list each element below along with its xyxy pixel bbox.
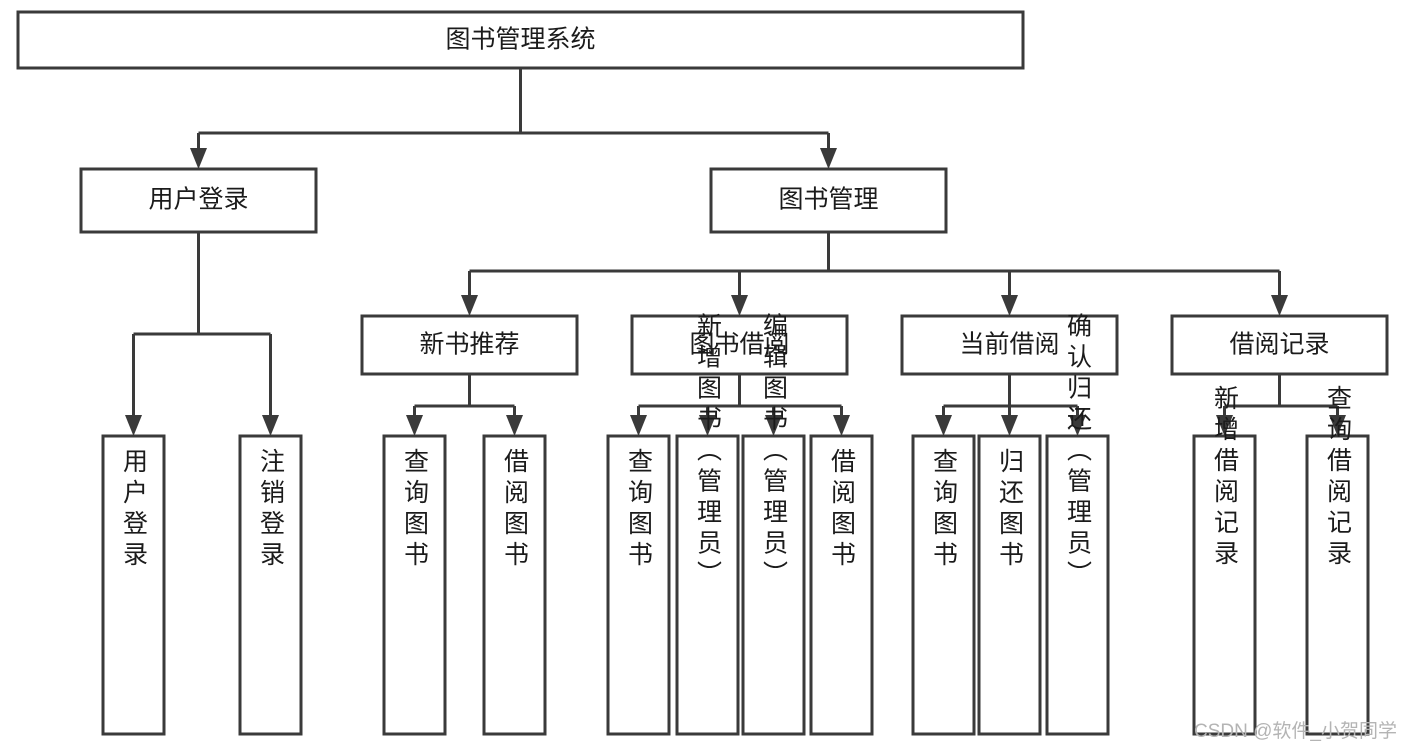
node-book-borrow-label: 图书借阅 — [689, 331, 789, 359]
node-root-box[interactable] — [16, 10, 1025, 70]
node-leaf-query-record-box[interactable] — [1305, 434, 1370, 736]
node-leaf-add-book-label: 新增图书（管理员） — [694, 313, 723, 592]
node-leaf-add-record-box[interactable] — [1192, 434, 1257, 736]
node-book-management-label: 图书管理 — [778, 186, 878, 214]
node-leaf-borrow-book-1-label: 借阅图书 — [501, 448, 530, 572]
node-leaf-borrow-book-1-box[interactable] — [482, 434, 547, 736]
node-leaf-borrow-book-1[interactable]: 借阅图书 — [482, 434, 547, 736]
node-leaf-query-book-1-box[interactable] — [382, 434, 447, 736]
arrow-to-leaf-user-login — [125, 415, 142, 436]
arrow-to-new-book-recommend — [461, 295, 478, 316]
node-current-borrow-label: 当前借阅 — [959, 331, 1059, 359]
node-leaf-edit-book-box[interactable] — [741, 434, 806, 736]
node-leaf-borrow-book-2[interactable]: 借阅图书 — [809, 434, 874, 736]
node-leaf-borrow-book-2-box[interactable] — [809, 434, 874, 736]
node-leaf-query-book-3-box[interactable] — [911, 434, 976, 736]
arrow-to-leaf-edit-book — [765, 415, 782, 436]
node-user-login-label: 用户登录 — [148, 186, 248, 214]
node-leaf-query-book-3[interactable]: 查询图书 — [911, 434, 976, 736]
node-leaf-query-book-1[interactable]: 查询图书 — [382, 434, 447, 736]
node-leaf-return-book-label: 归还图书 — [996, 448, 1025, 572]
node-leaf-user-logout-box[interactable] — [238, 434, 303, 736]
arrow-to-leaf-query-record — [1329, 415, 1346, 436]
node-root[interactable]: 图书管理系统 — [16, 10, 1025, 70]
connector-group — [125, 68, 1346, 436]
node-leaf-user-login-box[interactable] — [101, 434, 166, 736]
node-book-management-box[interactable] — [709, 167, 948, 234]
node-current-borrow[interactable]: 当前借阅 — [900, 314, 1119, 376]
node-current-borrow-box[interactable] — [900, 314, 1119, 376]
node-leaf-add-book-box[interactable] — [675, 434, 740, 736]
node-leaf-return-book[interactable]: 归还图书 — [977, 434, 1042, 736]
node-leaf-edit-book[interactable]: 编辑图书（管理员） — [741, 313, 806, 736]
node-leaf-add-record[interactable]: 新增借阅记录 — [1192, 385, 1257, 736]
arrow-to-leaf-borrow-book-2 — [833, 415, 850, 436]
node-root-label: 图书管理系统 — [445, 26, 595, 54]
node-user-login-box[interactable] — [79, 167, 318, 234]
node-book-borrow-box[interactable] — [630, 314, 849, 376]
node-leaf-confirm-return-label: 确认归还（管理员） — [1064, 313, 1093, 592]
node-leaf-query-book-2[interactable]: 查询图书 — [606, 434, 671, 736]
arrow-to-borrow-record — [1271, 295, 1288, 316]
node-borrow-record-box[interactable] — [1170, 314, 1389, 376]
node-leaf-query-book-2-box[interactable] — [606, 434, 671, 736]
node-leaf-query-book-2-label: 查询图书 — [625, 448, 654, 572]
node-leaf-user-login[interactable]: 用户登录 — [101, 434, 166, 736]
node-book-borrow[interactable]: 图书借阅 — [630, 314, 849, 376]
node-leaf-confirm-return-box[interactable] — [1045, 434, 1110, 736]
arrow-to-leaf-return-book — [1001, 415, 1018, 436]
node-leaf-user-logout-label: 注销登录 — [257, 448, 286, 572]
node-user-login[interactable]: 用户登录 — [79, 167, 318, 234]
arrow-to-leaf-query-book-2 — [630, 415, 647, 436]
arrow-to-leaf-query-book-3 — [935, 415, 952, 436]
node-leaf-return-book-box[interactable] — [977, 434, 1042, 736]
arrow-to-leaf-query-book-1 — [406, 415, 423, 436]
node-leaf-edit-book-label: 编辑图书（管理员） — [760, 313, 789, 592]
arrow-to-leaf-add-record — [1216, 415, 1233, 436]
arrow-to-leaf-confirm-return — [1069, 415, 1086, 436]
node-borrow-record[interactable]: 借阅记录 — [1170, 314, 1389, 376]
node-new-book-recommend[interactable]: 新书推荐 — [360, 314, 579, 376]
node-leaf-confirm-return[interactable]: 确认归还（管理员） — [1045, 313, 1110, 736]
arrow-to-leaf-borrow-book-1 — [506, 415, 523, 436]
node-book-management[interactable]: 图书管理 — [709, 167, 948, 234]
node-leaf-user-logout[interactable]: 注销登录 — [238, 434, 303, 736]
node-new-book-recommend-box[interactable] — [360, 314, 579, 376]
arrow-to-current-borrow — [1001, 295, 1018, 316]
node-leaf-borrow-book-2-label: 借阅图书 — [828, 448, 857, 572]
node-leaf-user-login-label: 用户登录 — [120, 448, 149, 572]
node-leaf-add-book[interactable]: 新增图书（管理员） — [675, 313, 740, 736]
node-leaf-add-record-label: 新增借阅记录 — [1211, 385, 1240, 571]
node-leaf-query-book-3-label: 查询图书 — [930, 448, 959, 572]
node-leaf-query-record[interactable]: 查询借阅记录 — [1305, 385, 1370, 736]
node-borrow-record-label: 借阅记录 — [1229, 331, 1329, 359]
node-new-book-recommend-label: 新书推荐 — [419, 331, 519, 359]
arrow-root-to-user-login — [190, 148, 207, 169]
arrow-root-to-book-management — [820, 148, 837, 169]
arrow-to-leaf-user-logout — [262, 415, 279, 436]
node-leaf-query-book-1-label: 查询图书 — [401, 448, 430, 572]
arrow-to-book-borrow — [731, 295, 748, 316]
node-leaf-query-record-label: 查询借阅记录 — [1324, 385, 1353, 571]
arrow-to-leaf-add-book — [699, 415, 716, 436]
watermark-text: CSDN @软件_小贺同学 — [1194, 721, 1397, 742]
